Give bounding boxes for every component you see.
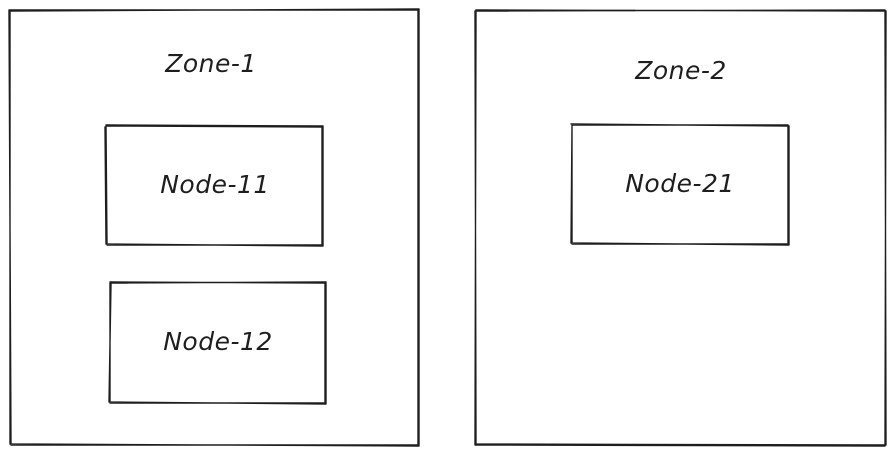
node-12-border [108, 281, 327, 405]
node-12: Node-12 [108, 281, 327, 405]
node-11: Node-11 [104, 124, 324, 247]
zone-1: Zone-1 Node-11 Node-12 [8, 8, 420, 447]
zone-1-border [8, 8, 420, 447]
node-11-label: Node-11 [160, 170, 270, 199]
zone-1-title: Zone-1 [164, 49, 257, 78]
node-12-label: Node-12 [163, 327, 273, 356]
zone-2-border [474, 9, 887, 447]
node-11-border [104, 124, 324, 247]
node-21-border [570, 123, 790, 246]
zone-2-title: Zone-2 [634, 56, 727, 85]
zone-2: Zone-2 Node-21 [474, 9, 887, 447]
node-21: Node-21 [570, 123, 790, 246]
node-21-label: Node-21 [625, 169, 735, 198]
